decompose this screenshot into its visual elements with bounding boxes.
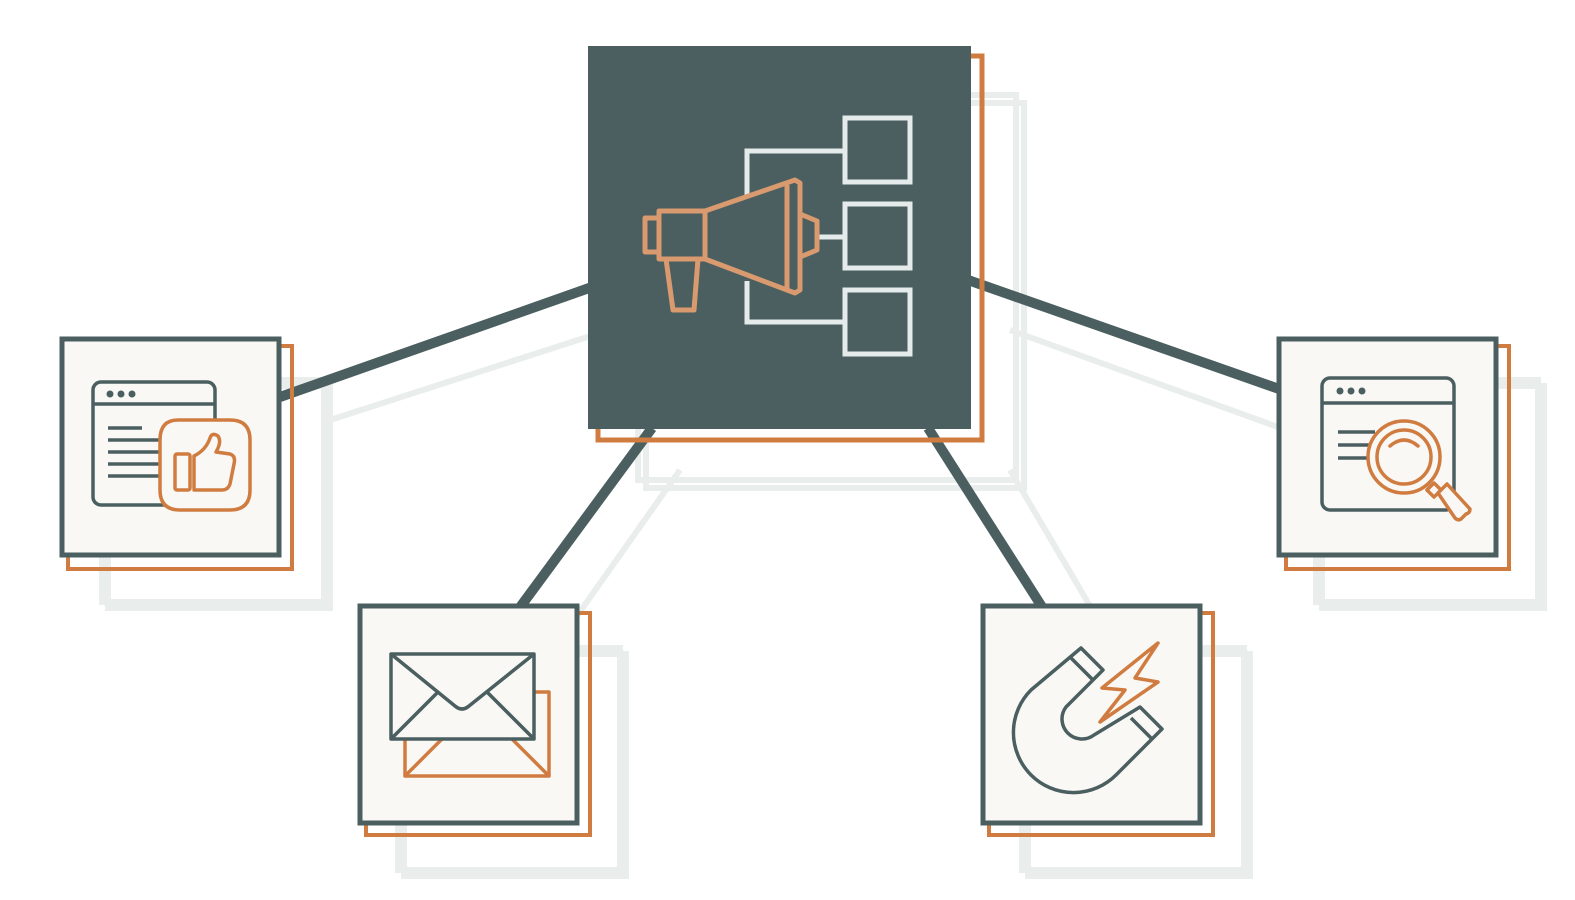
envelope-icon <box>389 652 551 778</box>
webpage-thumbs-up-icon <box>91 380 252 512</box>
connectors <box>278 275 1284 613</box>
hub-node <box>588 46 985 443</box>
node-lead-magnet <box>980 603 1215 837</box>
webpage-search-icon <box>1320 376 1472 522</box>
connector-email <box>513 425 657 613</box>
connector-lead-magnet <box>923 425 1049 613</box>
node-email <box>357 603 592 837</box>
lightning-bolt <box>1098 641 1160 724</box>
magnet-lightning-icon <box>1011 641 1164 795</box>
node-social <box>59 336 294 571</box>
hub-box <box>588 46 971 429</box>
megaphone-distribution-icon <box>642 115 913 357</box>
node-lead-magnet-box <box>980 603 1203 826</box>
node-seo <box>1276 336 1511 571</box>
connector-social <box>278 282 594 402</box>
connector-seo <box>966 275 1284 395</box>
